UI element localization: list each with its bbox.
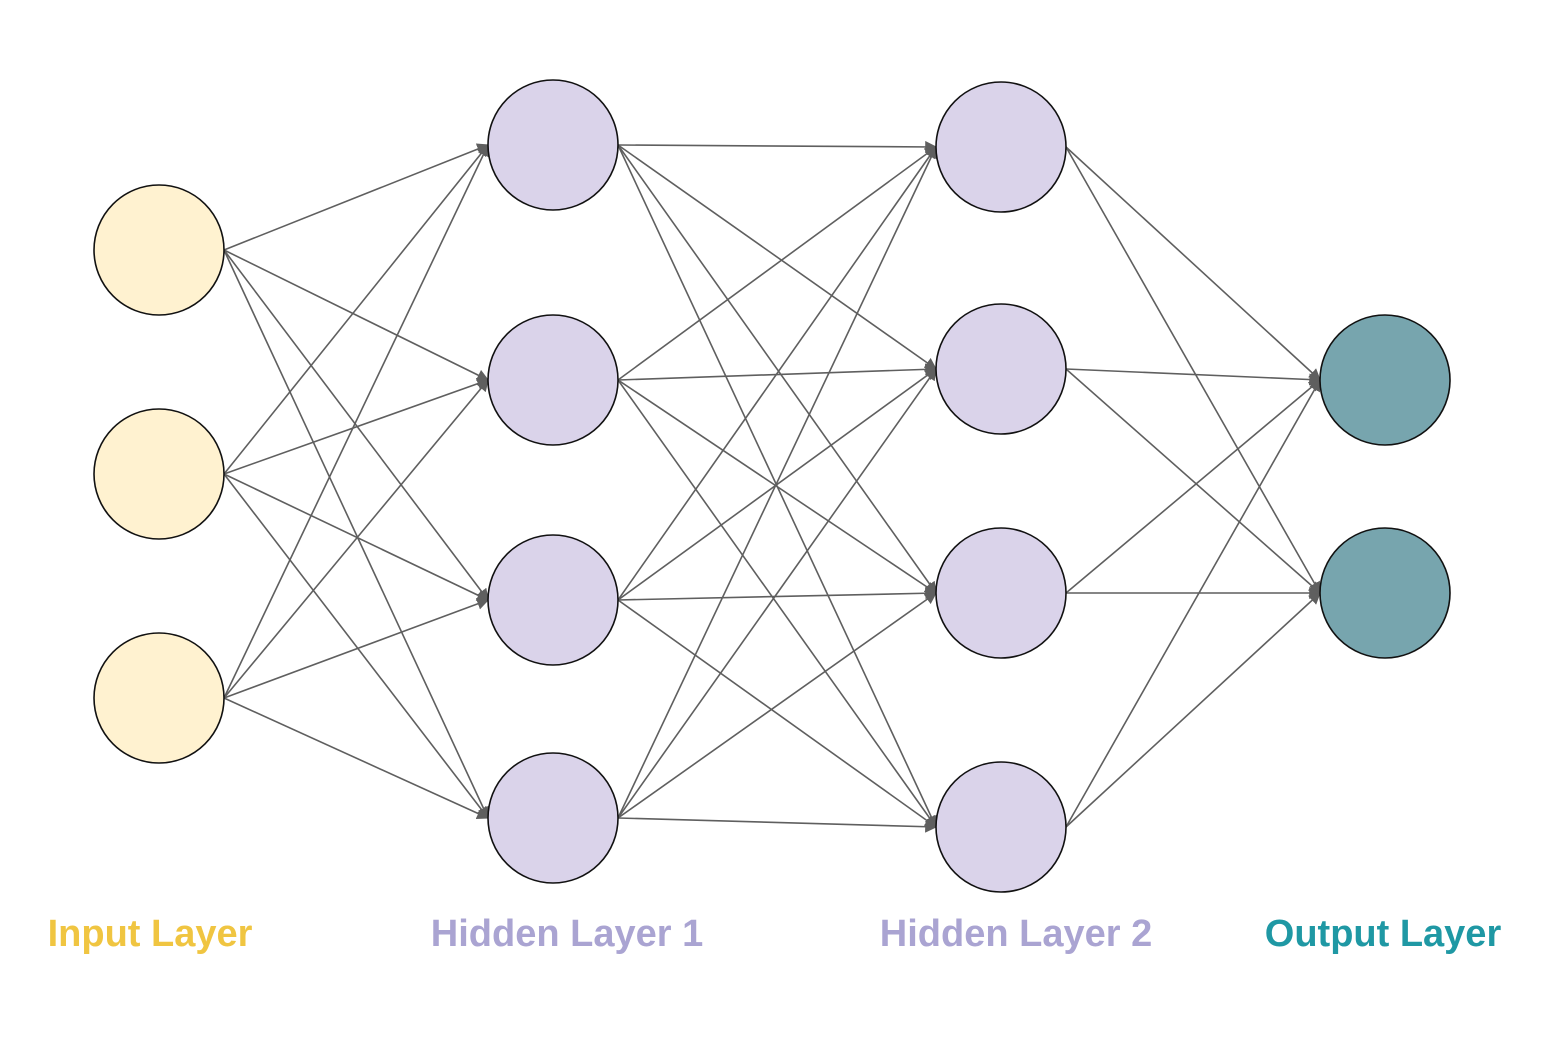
edge-hidden1-1-to-hidden2-3 — [617, 144, 937, 594]
hidden-layer-2-label: Hidden Layer 2 — [880, 913, 1152, 955]
hidden2-neuron-4 — [935, 761, 1067, 893]
edge-input-1-to-hidden1-3 — [223, 249, 489, 601]
hidden1-neuron-4 — [487, 752, 619, 884]
edge-hidden2-3-to-output-1 — [1065, 379, 1321, 594]
edge-hidden1-2-to-hidden2-3 — [617, 379, 937, 594]
edge-hidden1-4-to-hidden2-2 — [617, 368, 937, 819]
edge-hidden1-1-to-hidden2-2 — [617, 144, 937, 370]
connection-edges — [223, 140, 1322, 833]
hidden2-neuron-3 — [935, 527, 1067, 659]
edge-hidden1-2-to-hidden2-1 — [617, 146, 937, 381]
edge-input-2-to-hidden1-2 — [223, 377, 490, 475]
edge-input-1-to-hidden1-1 — [223, 143, 490, 251]
edge-input-1-to-hidden1-2 — [223, 249, 490, 381]
edge-input-3-to-hidden1-2 — [223, 379, 489, 699]
hidden1-neuron-3 — [487, 534, 619, 666]
edge-input-3-to-hidden1-1 — [223, 143, 489, 699]
hidden1-neuron-2 — [487, 314, 619, 446]
input-neuron-2 — [93, 408, 225, 540]
edge-input-2-to-hidden1-1 — [223, 144, 489, 475]
edge-hidden1-3-to-hidden2-3 — [617, 587, 938, 601]
edge-hidden1-3-to-hidden2-4 — [617, 599, 937, 828]
neuron-nodes — [93, 79, 1451, 893]
edge-hidden1-3-to-hidden2-1 — [617, 146, 937, 601]
hidden2-neuron-2 — [935, 303, 1067, 435]
input-neuron-3 — [93, 632, 225, 764]
edge-hidden2-1-to-output-2 — [1065, 146, 1321, 595]
edge-hidden2-2-to-output-1 — [1065, 368, 1322, 386]
input-neuron-1 — [93, 184, 225, 316]
edge-input-2-to-hidden1-4 — [223, 473, 489, 819]
layer-labels: Input Layer Hidden Layer 1 Hidden Layer … — [48, 913, 1502, 955]
edge-hidden1-4-to-hidden2-3 — [617, 592, 937, 819]
edge-input-3-to-hidden1-4 — [223, 697, 490, 819]
output-layer-label: Output Layer — [1265, 913, 1502, 955]
edge-input-3-to-hidden1-3 — [223, 598, 490, 699]
edge-hidden1-4-to-hidden2-1 — [617, 145, 937, 819]
hidden-layer-1-label: Hidden Layer 1 — [431, 913, 703, 955]
edge-hidden1-2-to-hidden2-4 — [617, 379, 937, 828]
edge-hidden2-2-to-output-2 — [1065, 368, 1321, 594]
edge-hidden2-4-to-output-2 — [1065, 592, 1321, 828]
edge-hidden1-3-to-hidden2-2 — [617, 368, 937, 601]
input-layer-label: Input Layer — [48, 913, 253, 955]
output-neuron-1 — [1319, 314, 1451, 446]
hidden1-neuron-1 — [487, 79, 619, 211]
hidden2-neuron-1 — [935, 81, 1067, 213]
edge-input-1-to-hidden1-4 — [223, 249, 489, 820]
edge-hidden2-1-to-output-1 — [1065, 146, 1321, 381]
edge-hidden1-4-to-hidden2-4 — [617, 817, 938, 833]
edge-input-2-to-hidden1-3 — [223, 473, 490, 601]
output-neuron-2 — [1319, 527, 1451, 659]
edge-hidden2-4-to-output-1 — [1065, 378, 1321, 828]
edge-hidden1-1-to-hidden2-1 — [617, 140, 938, 153]
